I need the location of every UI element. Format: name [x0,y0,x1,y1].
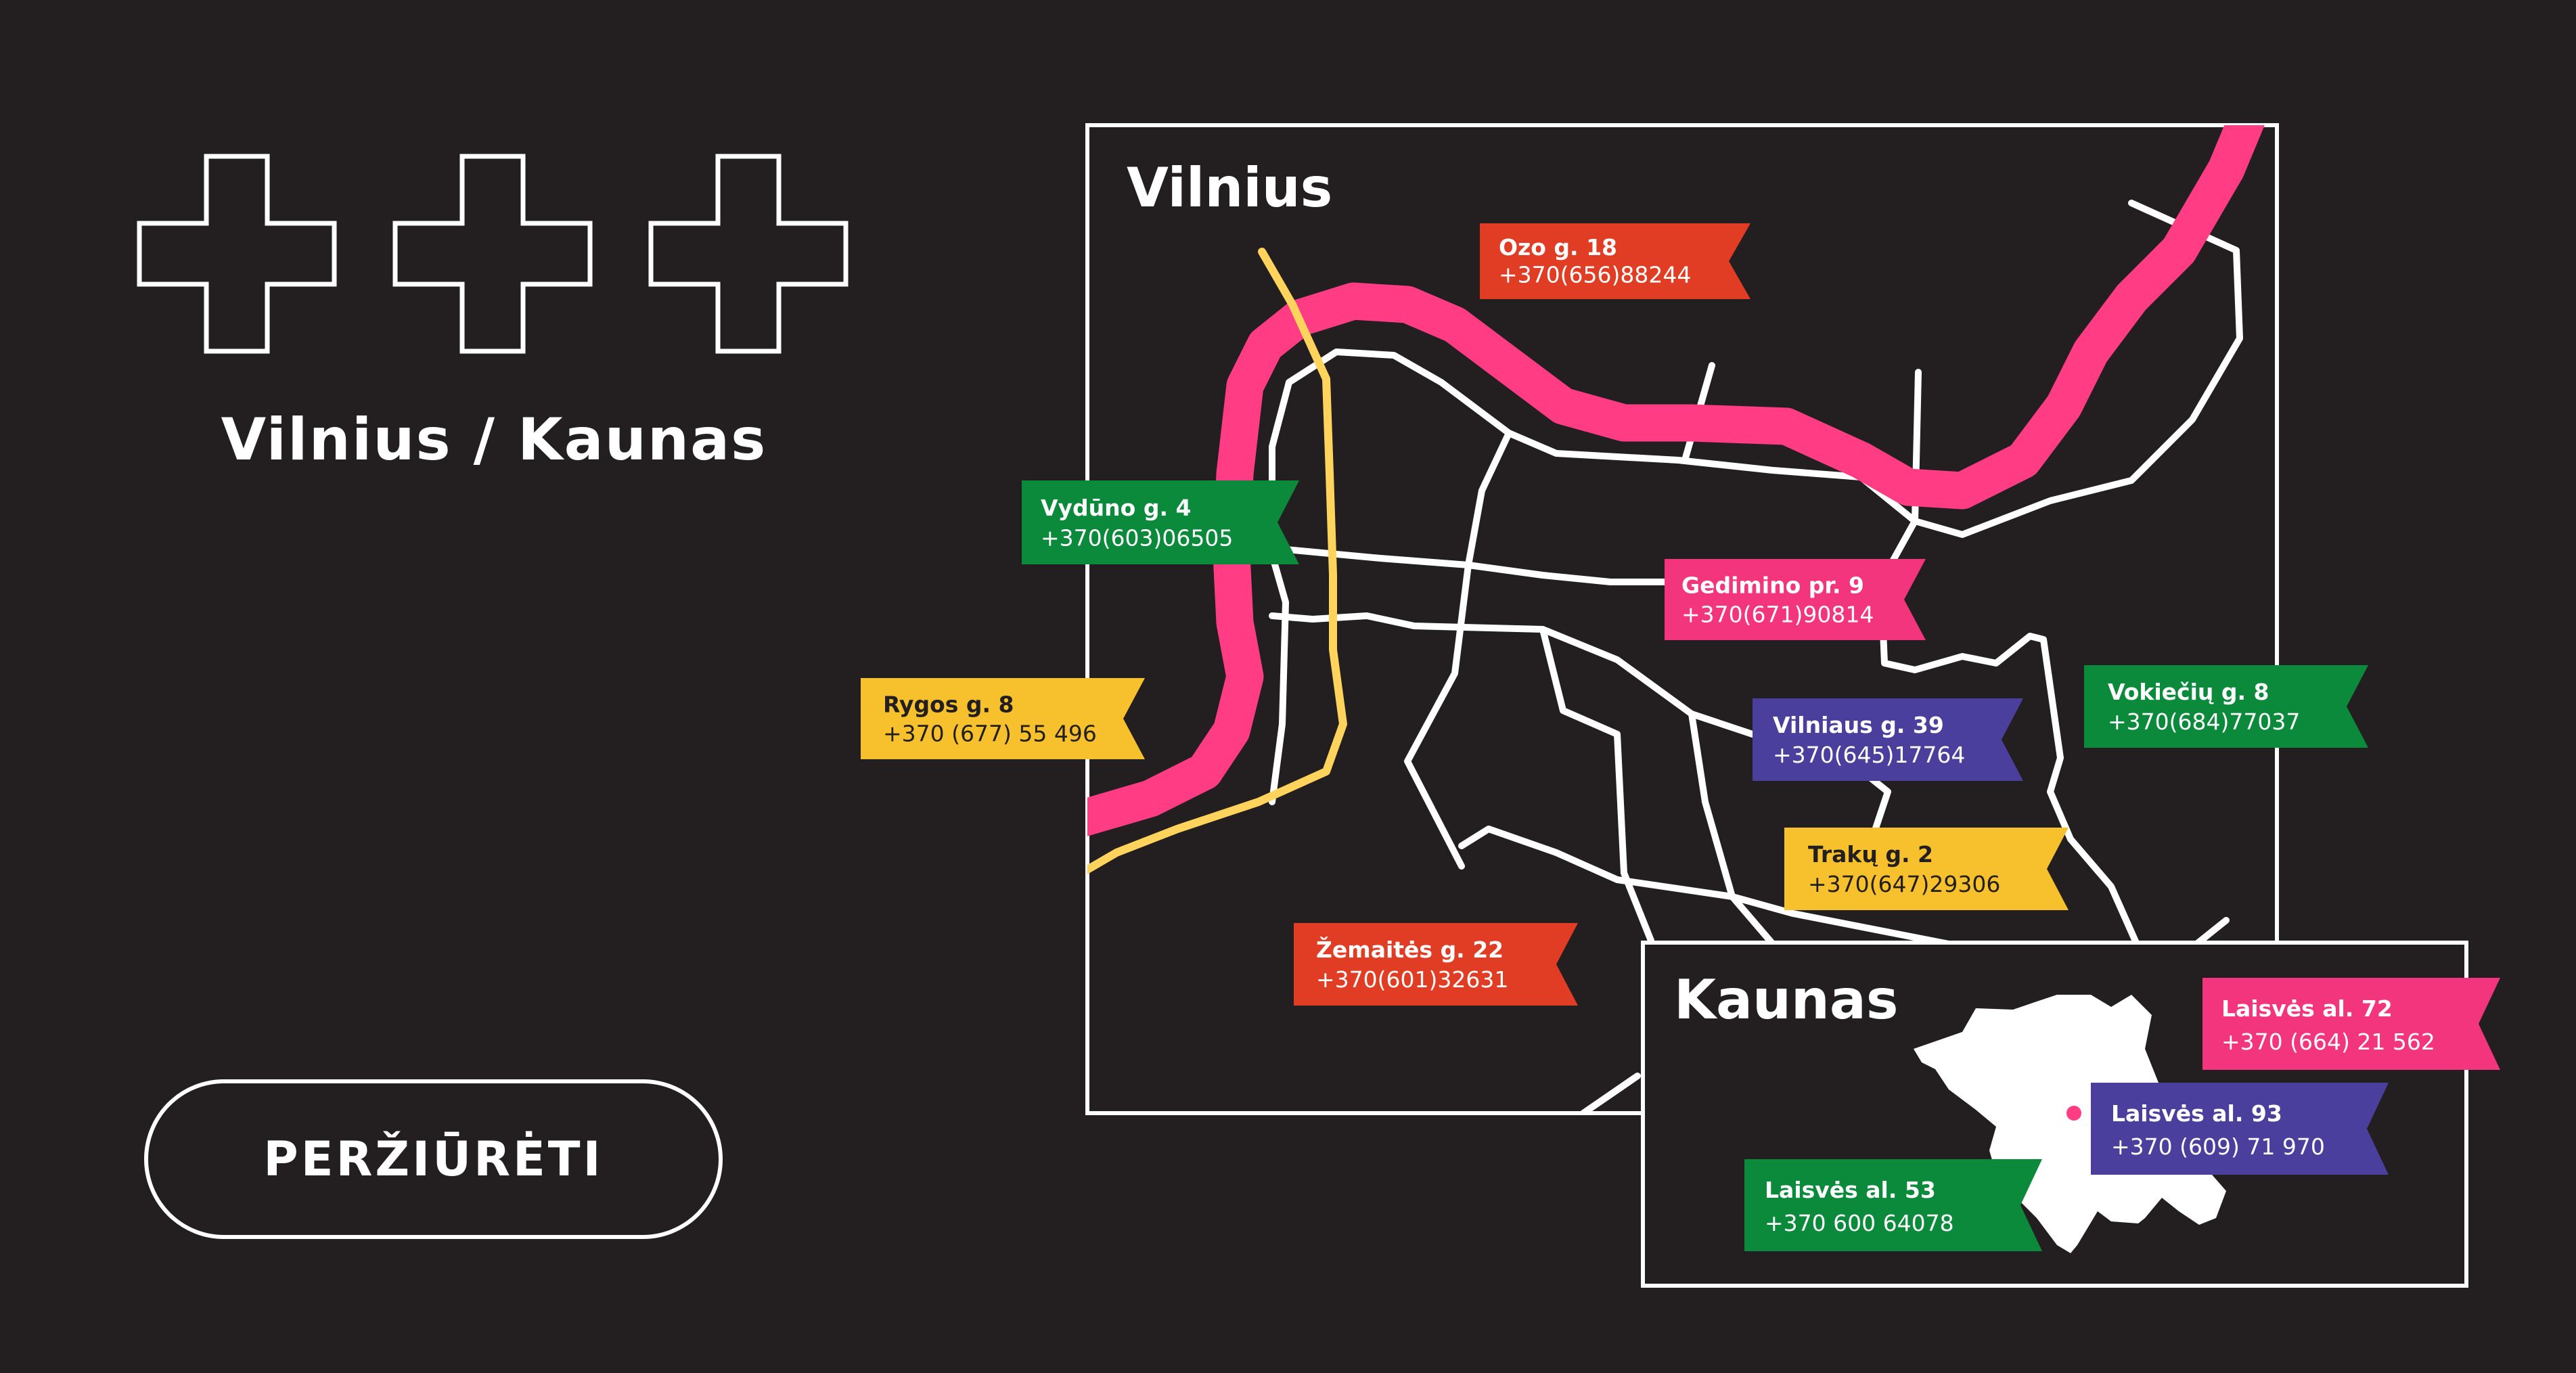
page-title: Vilnius / Kaunas [221,406,767,474]
logo-crosses [137,154,849,354]
view-button[interactable]: PERŽIŪRĖTI [144,1079,723,1239]
location-flag-laisves93[interactable]: Laisvės al. 93 +370 (609) 71 970 [2091,1083,2389,1175]
flag-background [1784,828,2069,910]
kaunas-label: Kaunas [1674,968,1898,1031]
location-flag-zemaites[interactable]: Žemaitės g. 22 +370(601)32631 [1294,923,1578,1006]
location-address: Vokiečių g. 8 [2108,679,2269,705]
location-flag-laisves72[interactable]: Laisvės al. 72 +370 (664) 21 562 [2202,978,2500,1070]
location-phone: +370 600 64078 [1765,1210,1954,1236]
location-address: Vydūno g. 4 [1041,495,1191,521]
flag-background [2202,978,2500,1070]
location-address: Laisvės al. 93 [2111,1100,2282,1127]
location-flag-rygos[interactable]: Rygos g. 8 +370 (677) 55 496 [861,678,1145,759]
flag-background [2091,1083,2389,1175]
kaunas-city-shape [1914,995,2226,1253]
highway-line [1087,248,1347,875]
cross-icon [392,154,593,354]
location-phone: +370 (664) 21 562 [2221,1029,2435,1055]
location-address: Gedimino pr. 9 [1681,572,1864,598]
location-flag-traku[interactable]: Trakų g. 2 +370(647)29306 [1784,828,2069,910]
flag-background [1294,923,1578,1006]
location-address: Laisvės al. 72 [2221,995,2393,1022]
location-phone: +370 (609) 71 970 [2111,1133,2325,1160]
cross-icon [137,154,337,354]
location-flag-vilniaus[interactable]: Vilniaus g. 39 +370(645)17764 [1753,698,2023,781]
location-phone: +370(603)06505 [1041,525,1233,552]
flag-background [1665,559,1926,640]
location-phone: +370(647)29306 [1808,871,2000,897]
location-flag-vokieciu[interactable]: Vokiečių g. 8 +370(684)77037 [2084,665,2368,748]
flag-background [1480,223,1750,299]
location-phone: +370(684)77037 [2108,708,2300,735]
location-address: Laisvės al. 53 [1765,1177,1936,1203]
flag-background [1753,698,2023,781]
location-phone: +370 (677) 55 496 [883,721,1097,747]
location-phone: +370(656)88244 [1499,261,1691,288]
location-flag-laisves53[interactable]: Laisvės al. 53 +370 600 64078 [1744,1159,2042,1251]
flag-background [1744,1159,2042,1251]
river-line [1087,125,2265,836]
location-phone: +370(645)17764 [1773,742,1965,768]
flag-background [1022,480,1299,564]
location-flag-vyduno[interactable]: Vydūno g. 4 +370(603)06505 [1022,480,1299,564]
cross-icon [648,154,849,354]
flag-background [2084,665,2368,748]
location-pin-icon [2066,1106,2081,1121]
location-address: Rygos g. 8 [883,691,1014,717]
location-address: Žemaitės g. 22 [1316,936,1504,963]
location-phone: +370(671)90814 [1681,602,1874,628]
flag-background [861,678,1145,759]
vilnius-label: Vilnius [1127,156,1332,219]
location-flag-gedimino[interactable]: Gedimino pr. 9 +370(671)90814 [1665,559,1926,640]
location-phone: +370(601)32631 [1316,966,1508,993]
location-address: Ozo g. 18 [1499,234,1617,261]
location-address: Trakų g. 2 [1808,841,1933,868]
location-address: Vilniaus g. 39 [1773,712,1944,738]
location-flag-ozo[interactable]: Ozo g. 18+370(656)88244 [1480,223,1750,299]
